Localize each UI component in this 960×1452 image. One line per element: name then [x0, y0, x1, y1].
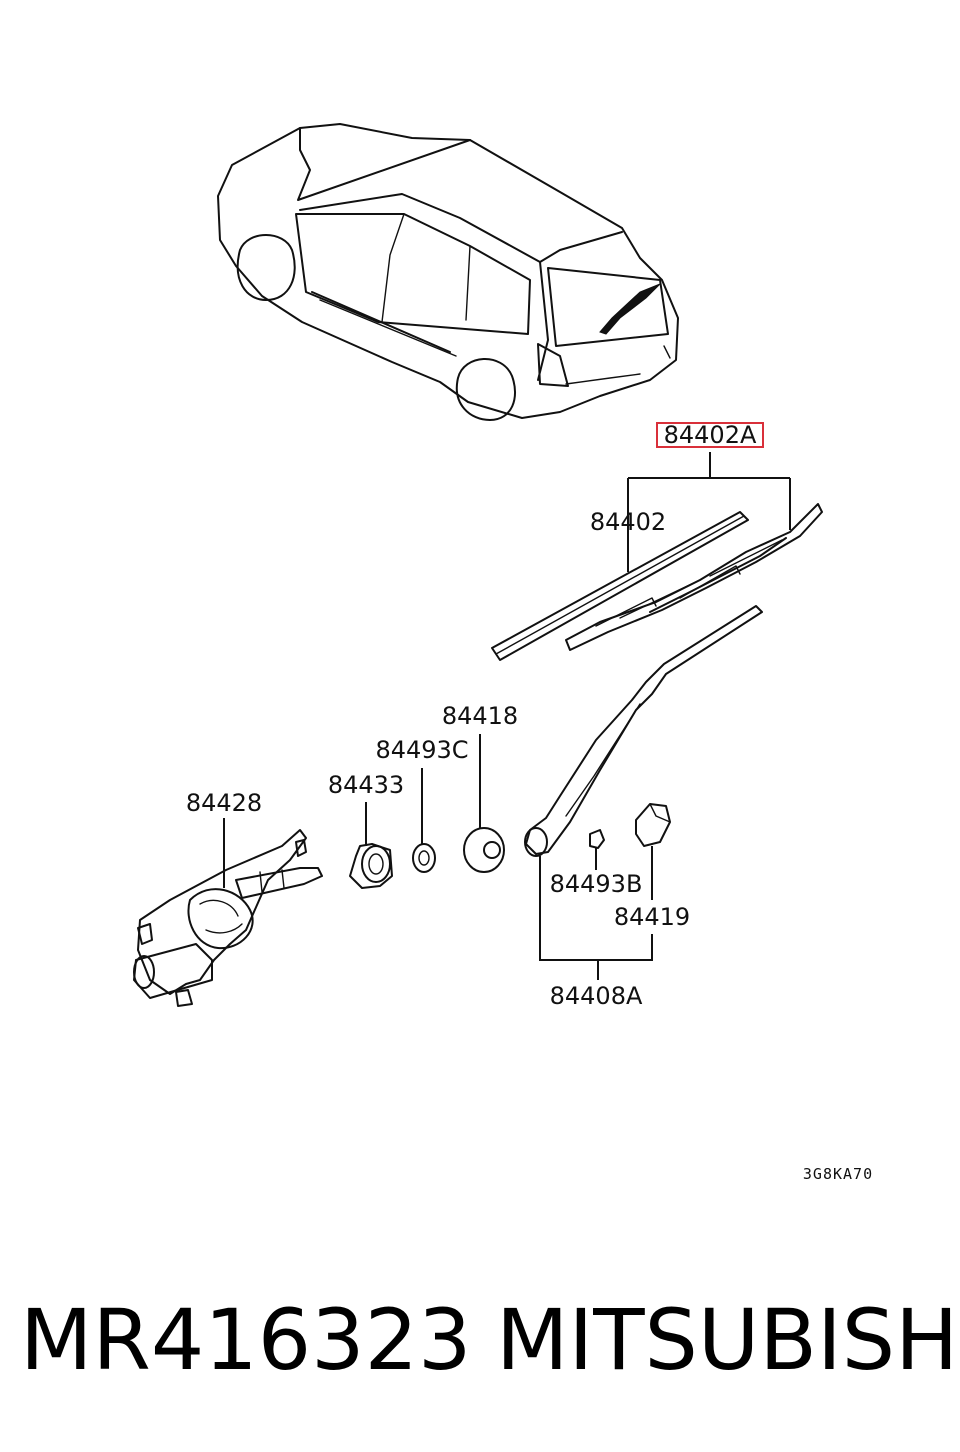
figure-code: 3G8KA70 [803, 1165, 873, 1183]
label-84428: 84428 [186, 789, 262, 817]
highlight-box [656, 422, 764, 448]
label-84408A: 84408A [550, 982, 643, 1010]
leader-84402A [627, 452, 791, 572]
wiper-blade [491, 503, 823, 661]
label-84402: 84402 [590, 508, 666, 536]
wiper-motor [133, 829, 323, 1007]
label-84493B: 84493B [550, 870, 643, 898]
cap-84418 [463, 827, 505, 873]
label-84418: 84418 [442, 702, 518, 730]
label-84402A: 84402A [664, 421, 757, 449]
brand-name: MITSUBISHI [496, 1291, 960, 1389]
vehicle-outline [217, 123, 679, 421]
bushing-84433 [349, 843, 393, 889]
assembly-label-84402A[interactable]: 84402A [656, 421, 764, 449]
leader-84408A [539, 856, 653, 980]
label-84419: 84419 [614, 903, 690, 931]
wiper-arm [524, 605, 763, 857]
label-84493C: 84493C [375, 736, 468, 764]
washer-84493C [412, 843, 436, 873]
label-84433: 84433 [328, 771, 404, 799]
nut-84493B [589, 829, 605, 849]
cover-84419 [635, 803, 671, 847]
part-number: MR416323 [20, 1291, 472, 1389]
